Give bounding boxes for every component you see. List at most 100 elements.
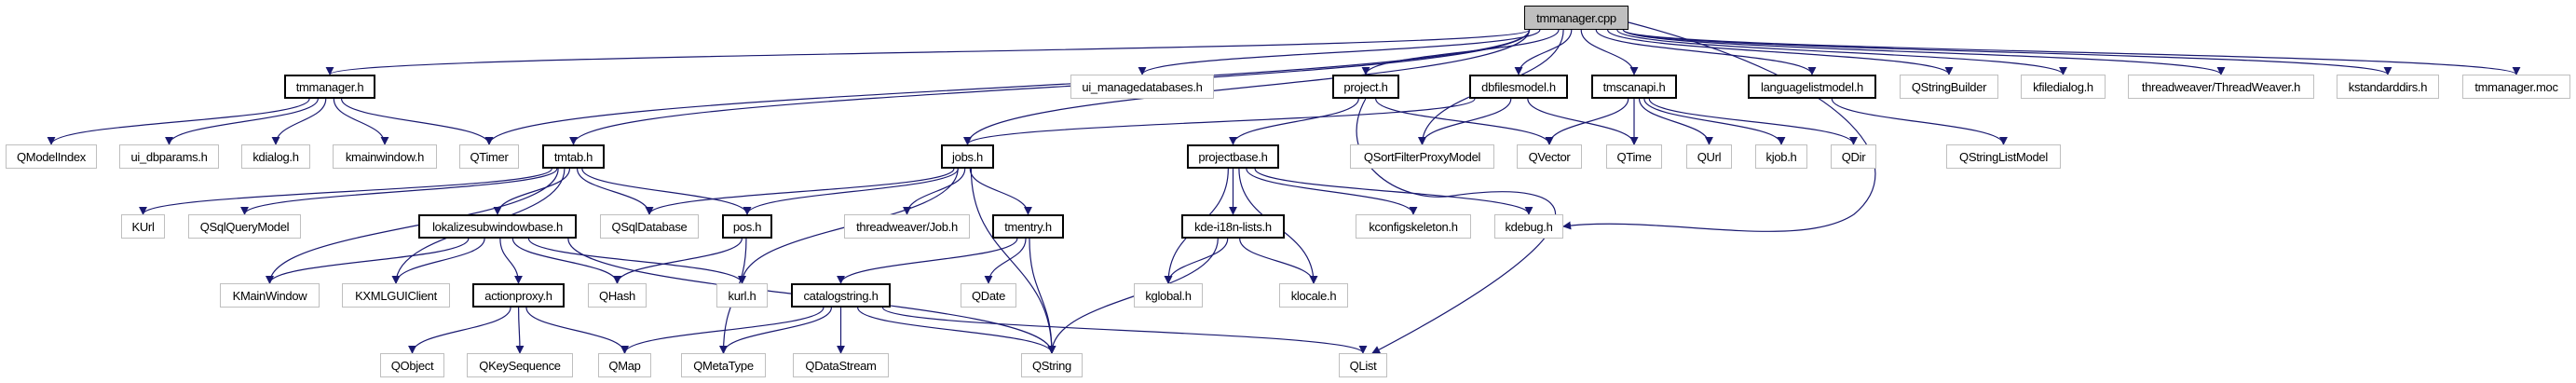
edge-tmmanager-cpp-to-tmtab-h	[569, 29, 1531, 145]
node-kglobal-h: kglobal.h	[1134, 283, 1203, 308]
edge-project-h-to-qvector	[1375, 98, 1554, 145]
edge-tmtab-h-to-kurl	[139, 168, 552, 215]
edge-tmmanager-cpp-to-ui-managedatabases-h	[1138, 29, 1541, 75]
edge-tmscanapi-h-to-qurl	[1638, 98, 1713, 145]
edge-lokalizesubwindowbase-h-to-actionproxy-h	[499, 238, 523, 284]
node-kstandarddirs-h: kstandarddirs.h	[2337, 75, 2439, 99]
edge-project-h-to-projectbase-h	[1229, 98, 1359, 145]
node-kdebug-h: kdebug.h	[1494, 214, 1563, 239]
node-qkeysequence: QKeySequence	[467, 353, 573, 377]
node-ui-managedatabases-h: ui_managedatabases.h	[1070, 75, 1214, 99]
node-jobs-h[interactable]: jobs.h	[941, 144, 994, 169]
edge-tmmanager-h-to-qmodelindex	[47, 98, 310, 145]
edge-jobs-h-to-qstring	[970, 168, 1056, 354]
node-kdialog-h: kdialog.h	[241, 144, 310, 169]
edge-jobs-h-to-tmentry-h	[969, 168, 1032, 215]
node-kjob-h: kjob.h	[1755, 144, 1807, 169]
node-kmainwindow: KMainWindow	[220, 283, 320, 308]
node-tmscanapi-h[interactable]: tmscanapi.h	[1591, 75, 1677, 99]
edge-tmtab-h-to-kmainwindow	[266, 168, 559, 284]
node-tmmanager-cpp[interactable]: tmmanager.cpp	[1524, 6, 1629, 30]
node-kfiledialog-h: kfiledialog.h	[2021, 75, 2106, 99]
node-qdir: QDir	[1831, 144, 1876, 169]
node-kxmlguiclient: KXMLGUIClient	[342, 283, 450, 308]
edge-tmmanager-h-to-qtimer	[340, 98, 494, 145]
node-qhash: QHash	[588, 283, 647, 308]
node-project-h[interactable]: project.h	[1332, 75, 1399, 99]
node-actionproxy-h[interactable]: actionproxy.h	[472, 283, 565, 308]
edge-tmtab-h-to-pos-h	[581, 168, 752, 215]
edge-tmmanager-cpp-to-kstandarddirs-h	[1622, 29, 2392, 75]
node-dbfilesmodel-h[interactable]: dbfilesmodel.h	[1469, 75, 1568, 99]
node-lokalizesubwindowbase-h[interactable]: lokalizesubwindowbase.h	[418, 214, 577, 239]
edge-catalogstring-h-to-qmap	[620, 307, 825, 354]
node-qstringlistmodel: QStringListModel	[1946, 144, 2061, 169]
edge-projectbase-h-to-kconfigskeleton-h	[1246, 168, 1418, 215]
node-qdatastream: QDataStream	[793, 353, 889, 377]
edge-tmmanager-cpp-to-threadweaver-threadweaver-h	[1622, 29, 2226, 75]
edge-actionproxy-h-to-qobject	[408, 307, 511, 354]
edge-tmscanapi-h-to-qvector	[1545, 98, 1629, 145]
edge-actionproxy-h-to-qkeysequence	[515, 307, 525, 354]
edge-tmmanager-cpp-to-tmmanager-moc	[1622, 29, 2521, 75]
edge-tmtab-h-to-lokalizesubwindowbase-h	[493, 168, 571, 215]
edge-jobs-h-to-qsqldatabase	[645, 168, 955, 215]
node-qobject: QObject	[380, 353, 444, 377]
node-tmmanager-moc: tmmanager.moc	[2462, 75, 2570, 99]
edge-lokalizesubwindowbase-h-to-kurl-h	[527, 238, 746, 284]
node-kurl: KUrl	[121, 214, 165, 239]
edge-dbfilesmodel-h-to-qtime	[1527, 98, 1639, 145]
edge-languagelistmodel-h-to-qstringlistmodel	[1831, 98, 2008, 145]
edge-tmmanager-cpp-to-languagelistmodel-h	[1595, 29, 1817, 75]
edge-tmmanager-cpp-to-dbfilesmodel-h	[1514, 29, 1573, 75]
node-qtime: QTime	[1606, 144, 1662, 169]
edge-jobs-h-to-threadweaver-job-h	[903, 168, 966, 215]
edge-jobs-h-to-pos-h	[743, 168, 959, 215]
edge-tmmanager-h-to-ui-dbparams-h	[165, 98, 319, 145]
node-qstring: QString	[1021, 353, 1083, 377]
edge-tmmanager-h-to-kmainwindow-h	[333, 98, 389, 145]
edge-tmscanapi-h-to-qdir	[1648, 98, 1858, 145]
edge-actionproxy-h-to-qmap	[525, 307, 629, 354]
edge-tmentry-h-to-catalogstring-h	[837, 238, 1018, 284]
edge-tmmanager-h-to-kdialog-h	[271, 98, 327, 145]
edge-dbfilesmodel-h-to-qsortfilterproxymodel	[1418, 98, 1512, 145]
node-threadweaver-job-h: threadweaver/Job.h	[844, 214, 970, 239]
node-kmainwindow-h: kmainwindow.h	[333, 144, 437, 169]
edge-tmentry-h-to-qdate	[984, 238, 1027, 284]
node-kurl-h: kurl.h	[716, 283, 768, 308]
node-tmtab-h[interactable]: tmtab.h	[542, 144, 605, 169]
edge-tmmanager-cpp-to-project-h	[1361, 29, 1560, 75]
node-pos-h[interactable]: pos.h	[722, 214, 772, 239]
node-projectbase-h[interactable]: projectbase.h	[1187, 144, 1279, 169]
node-qtimer: QTimer	[459, 144, 519, 169]
node-qvector: QVector	[1517, 144, 1582, 169]
edge-tmscanapi-h-to-kjob-h	[1643, 98, 1786, 145]
edge-lokalizesubwindowbase-h-to-qhash	[511, 238, 621, 284]
edge-dbfilesmodel-h-to-jobs-h	[963, 98, 1476, 145]
edge-kde-i18n-lists-h-to-klocale-h	[1239, 238, 1318, 284]
node-kde-i18n-lists-h[interactable]: kde-i18n-lists.h	[1181, 214, 1285, 239]
node-tmmanager-h[interactable]: tmmanager.h	[284, 75, 375, 99]
node-catalogstring-h[interactable]: catalogstring.h	[791, 283, 891, 308]
node-qlist: QList	[1339, 353, 1387, 377]
edge-tmmanager-cpp-to-tmscanapi-h	[1580, 29, 1639, 75]
node-qstringbuilder: QStringBuilder	[1900, 75, 1998, 99]
node-qsqlquerymodel: QSqlQueryModel	[188, 214, 301, 239]
edge-tmmanager-cpp-to-jobs-h	[963, 29, 1531, 145]
edge-lokalizesubwindowbase-h-to-kmainwindow	[266, 238, 470, 284]
node-languagelistmodel-h[interactable]: languagelistmodel.h	[1748, 75, 1876, 99]
node-klocale-h: klocale.h	[1279, 283, 1348, 308]
edge-lokalizesubwindowbase-h-to-kxmlguiclient	[391, 238, 485, 284]
edge-tmentry-h-to-qstring	[1029, 238, 1056, 354]
node-tmentry-h[interactable]: tmentry.h	[992, 214, 1064, 239]
node-qmetatype: QMetaType	[681, 353, 766, 377]
node-qmap: QMap	[598, 353, 651, 377]
edge-catalogstring-h-to-qlist	[881, 307, 1368, 354]
edge-tmtab-h-to-qsqlquerymodel	[240, 168, 558, 215]
edge-catalogstring-h-to-qmetatype	[719, 307, 832, 354]
node-qurl: QUrl	[1686, 144, 1732, 169]
node-kconfigskeleton-h: kconfigskeleton.h	[1356, 214, 1471, 239]
